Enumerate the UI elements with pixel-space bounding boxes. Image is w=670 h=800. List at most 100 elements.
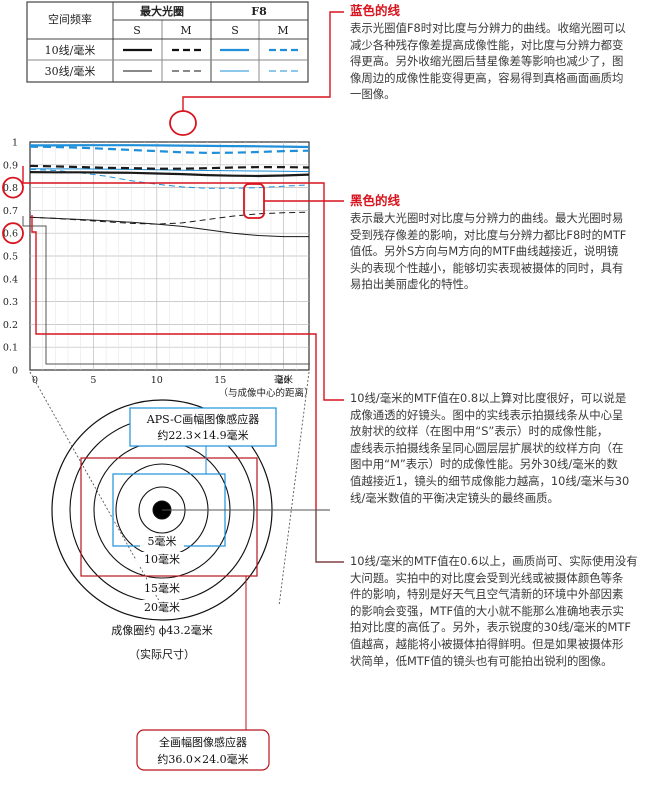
legend-row-10: 10线/毫米 <box>45 43 96 57</box>
ring-label-bg <box>136 552 188 566</box>
black-line-title: 黑色的线 <box>350 193 401 208</box>
apsc-label-box <box>129 407 277 447</box>
text-line: 表示最大光圈时对比度与分辨力的曲线。最大光圈时易 <box>350 211 624 225</box>
chart-grid <box>30 142 309 370</box>
ring-label-10: 10毫米 <box>144 552 180 566</box>
x-tick-label: 15 <box>214 375 226 386</box>
y-tick-label: 0.3 <box>3 297 18 308</box>
sensor-labels: APS-C画幅图像感应器 约22.3×14.9毫米 5毫米 10毫米 15毫米 … <box>96 407 277 771</box>
chart-series <box>29 144 310 238</box>
series-max-10-m <box>29 164 310 170</box>
circle-label-bg <box>96 623 228 637</box>
ring-label-5: 5毫米 <box>148 534 177 548</box>
mtf-06-annotation: 10线/毫米的MTF值在0.6以上，画质尚可、实际使用没有 大问题。实拍中的对比… <box>350 553 668 669</box>
series-max-10-s <box>29 171 310 178</box>
y-axis-ticks: 0 0.1 0.2 0.3 0.4 0.5 0.6 0.7 0.8 0.9 1 <box>3 138 18 377</box>
y-tick-label: 1 <box>12 138 18 149</box>
text-line: 虚线表示拍摄线条呈同心圆层层扩展状的纹样方向（在 <box>350 440 624 455</box>
projection-lines <box>29 371 310 607</box>
leader-08-inner <box>22 216 310 365</box>
x-tick-label: 20 <box>278 375 290 386</box>
fullframe-label-line2: 约36.0×24.0毫米 <box>157 752 248 766</box>
text-line: 状简单，低MTF值的镜头也有可能拍出锐利的图像。 <box>350 653 613 668</box>
text-line: 值越接近1，镜头的细节成像能力越高，10线/毫米与30 <box>350 473 630 488</box>
mtf-08-annotation: 10线/毫米的MTF值在0.8以上算对比度很好，可以说是 成像通透的好镜头。图中… <box>350 390 668 506</box>
black-line-text: 表示最大光圈时对比度与分辨力的曲线。最大光圈时易 受到残存像差的影响，对比度与分… <box>350 210 668 293</box>
y-tick-label: 0.6 <box>3 229 18 240</box>
legend-row-30: 30线/毫米 <box>45 64 96 78</box>
mtf-chart: 00.10.20.30.40.50.60.70.80.91 05101520 毫… <box>2 138 314 399</box>
y-tick-label: 0.7 <box>3 206 18 217</box>
text-line: 的影响会变强，MTF值的大小就不能那么准确地表示实 <box>350 603 624 618</box>
ring-label-bg <box>136 581 188 595</box>
x-axis-unit: 毫米 <box>274 374 294 386</box>
text-line: 拍对比度的高低了。另外，表示锐度的30线/毫米的MTF <box>350 620 631 635</box>
legend-table-border <box>26 1 309 83</box>
text-line: 一图像。 <box>350 87 396 102</box>
series-f8-30-s <box>29 168 310 173</box>
fullframe-label-box <box>136 729 270 771</box>
apsc-label-line2: 约22.3×14.9毫米 <box>157 428 248 442</box>
legend-sub-s: S <box>133 24 141 37</box>
apsc-label-line1: APS-C画幅图像感应器 <box>146 412 259 426</box>
blue-line-annotation: 蓝色的线 表示光圈值F8时对比度与分辨力的曲线。收缩光圈可以 减少各种残存像差提… <box>350 2 668 103</box>
series-f8-10-s <box>30 144 310 149</box>
y-tick-label: 0.1 <box>3 343 18 354</box>
legend-sub-s: S <box>231 24 239 37</box>
series-f8-10-m <box>29 145 310 155</box>
leader-06-bottom <box>162 509 344 563</box>
text-line: 得更高。另外收缩光圈后彗星像差等影响也减少了，图 <box>350 54 624 69</box>
fullframe-label-line1: 全画幅图像感应器 <box>159 735 247 749</box>
leader-08 <box>22 166 344 401</box>
series-max-30-s <box>29 216 309 238</box>
text-line: 易拍出美丽虚化的特性。 <box>350 277 476 292</box>
text-line: 值越高，越能将小被摄体拍得鲜明。但是如果被摄体形 <box>350 636 624 651</box>
legend-col-f8: F8 <box>251 5 267 18</box>
sensor-diagram <box>51 399 330 746</box>
blue-line-text: 表示光圈值F8时对比度与分辨力的曲线。收缩光圈可以 减少各种残存像差提高成像性能… <box>350 20 668 103</box>
x-axis-note: （与成像中心的距离） <box>218 387 313 399</box>
blue-line-marker <box>169 110 197 136</box>
text-line: 放射状的纹样（在图中用“S”表示）时的成像性能， <box>350 424 609 439</box>
y-highlight-circle <box>2 222 24 245</box>
actual-size-label: （实际尺寸） <box>129 647 195 661</box>
text-line: 减少各种残存像差提高成像性能，对比度与分辨力都变 <box>350 37 624 52</box>
text-line: 像周边的成像性能变得更高，容易得到真格画面画质均 <box>350 70 624 85</box>
text-line: 表示光圈值F8时对比度与分辨力的曲线。收缩光圈可以 <box>350 21 626 35</box>
legend-sub-m: M <box>277 24 288 37</box>
y-tick-label: 0.5 <box>3 252 18 263</box>
legend-header-label: 空间频率 <box>48 12 92 26</box>
ring-label-bg <box>140 534 184 548</box>
y-highlight-circles <box>2 176 24 245</box>
text-line: 头的表现个性越小，能够切实表现被摄体的同时，具有 <box>350 260 624 275</box>
y-tick-label: 0 <box>12 366 18 377</box>
y-highlight-circle <box>2 176 24 199</box>
text-line: 受到残存像差的影响，对比度与分辨力都比F8时的MTF <box>350 227 627 242</box>
callout-leaders <box>182 11 344 202</box>
ring-label-20: 20毫米 <box>144 600 180 614</box>
text-line: 件的影响，特别是好天气且空气清新的环境中外部因素 <box>350 587 624 602</box>
fullframe-sensor-rect <box>80 457 258 577</box>
text-line: 10线/毫米的MTF值在0.6以上，画质尚可、实际使用没有 <box>350 554 638 568</box>
y-tick-label: 0.8 <box>3 183 18 194</box>
text-line: 图中用“M”表示）时的成像性能。另外30线/毫米的数 <box>350 457 618 472</box>
blue-line-title: 蓝色的线 <box>350 3 401 18</box>
text-line: 线/毫米数值的平衡决定镜头的最终画质。 <box>350 490 559 505</box>
text-line: 成像通透的好镜头。图中的实线表示拍摄线条从中心呈 <box>350 407 624 422</box>
leader-blue <box>182 11 344 111</box>
legend-table: 空间频率 最大光圈 F8 S M S M 10线/毫米 30线/毫米 <box>26 1 309 83</box>
legend-col-max: 最大光圈 <box>140 4 184 18</box>
x-tick-label: 5 <box>90 375 96 386</box>
y-tick-label: 0.2 <box>3 320 18 331</box>
y-tick-label: 0.4 <box>3 274 18 285</box>
text-line: 值低。另外S方向与M方向的MTF曲线越接近，说明镜 <box>350 244 619 259</box>
image-circle-label: 成像圈约 ϕ43.2毫米 <box>111 623 213 637</box>
ring-label-15: 15毫米 <box>144 581 180 595</box>
text-line: 10线/毫米的MTF值在0.8以上算对比度很好，可以说是 <box>350 391 627 405</box>
y-tick-label: 0.9 <box>3 160 18 171</box>
series-max-30-m <box>29 211 310 225</box>
ring-label-bg <box>136 600 188 614</box>
text-line: 大问题。实拍中的对比度会受到光线或被摄体颜色等条 <box>350 570 624 585</box>
legend-sub-m: M <box>180 24 191 37</box>
